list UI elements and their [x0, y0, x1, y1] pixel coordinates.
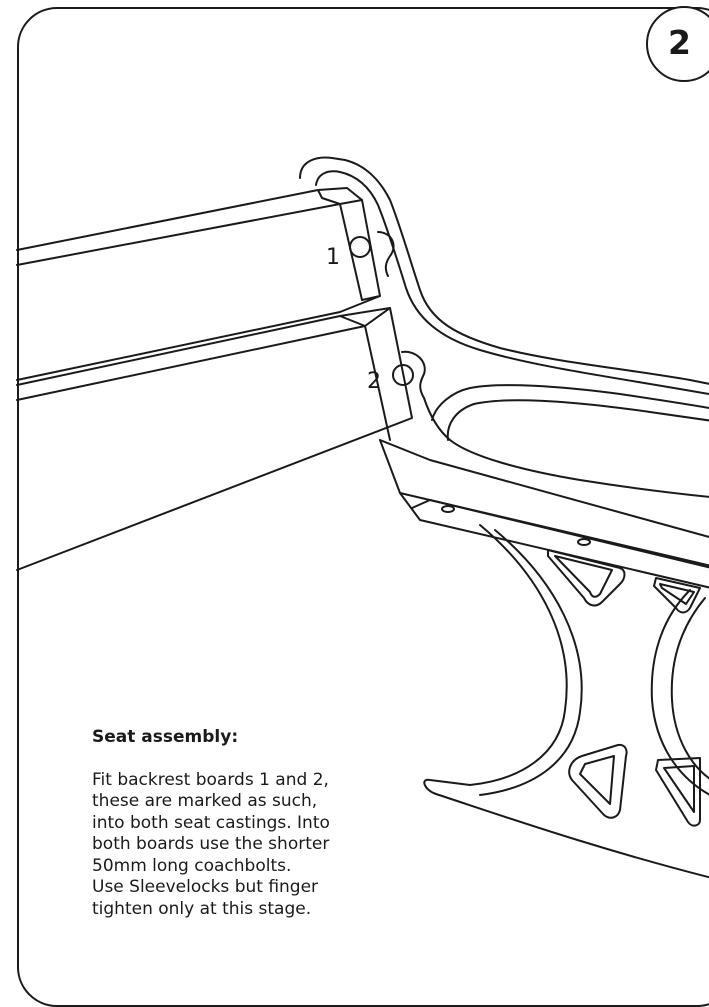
step-badge: 2: [646, 6, 709, 82]
step-number: 2: [668, 23, 691, 62]
backrest-board-2: [16, 307, 413, 571]
manual-page: 2 1 2 Seat assembly: Fit backrest boards…: [16, 6, 709, 1007]
board-1-label: 1: [326, 245, 340, 270]
bolt-hole-2: [392, 364, 414, 386]
bolt-hole-1: [349, 236, 371, 258]
instructions-heading: Seat assembly:: [92, 726, 239, 747]
instructions-body: Fit backrest boards 1 and 2, these are m…: [92, 769, 330, 919]
seat-casting-side: [299, 156, 709, 498]
front-seat-rail: [379, 439, 709, 589]
seat-leg-casting: [423, 524, 709, 879]
board-2-label: 2: [367, 369, 381, 394]
assembly-instructions: Seat assembly: Fit backrest boards 1 and…: [92, 705, 392, 942]
seat-assembly-illustration: [16, 156, 709, 879]
backrest-board-1: [16, 187, 381, 381]
